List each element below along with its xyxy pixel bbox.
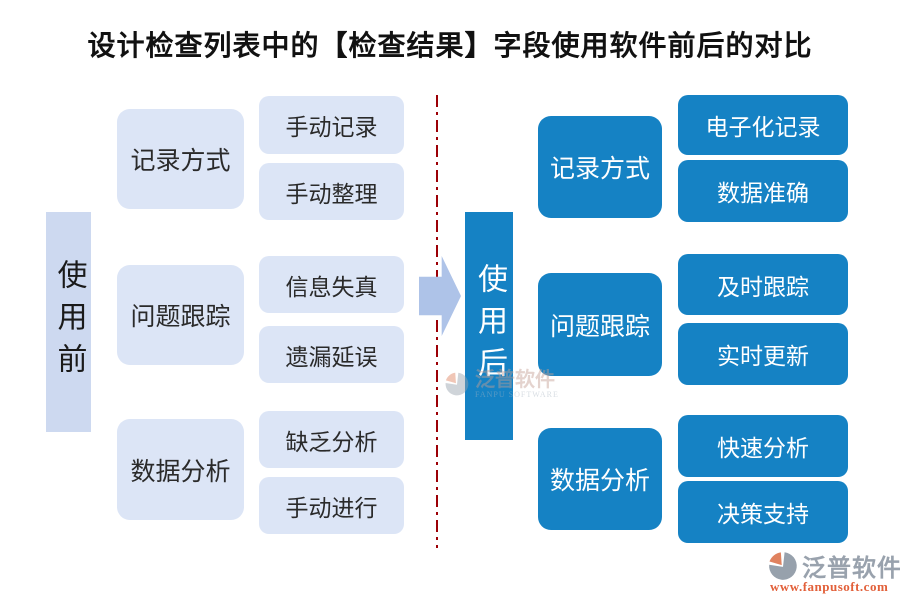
after-item-realtime-update: 实时更新 (678, 323, 848, 385)
after-category-analysis: 数据分析 (538, 428, 662, 530)
before-item-omission-delay: 遗漏延误 (259, 326, 404, 383)
after-item-fast-analysis: 快速分析 (678, 415, 848, 477)
fanpu-logo-icon (769, 551, 797, 580)
after-category-recording: 记录方式 (538, 116, 662, 218)
before-item-info-distortion: 信息失真 (259, 256, 404, 313)
fanpu-logo: 泛普软件 www.fanpusoft.com (766, 548, 900, 595)
before-item-manual-organize: 手动整理 (259, 163, 404, 220)
logo-brand-text: 泛普软件 (802, 556, 900, 582)
before-category-tracking: 问题跟踪 (117, 265, 244, 365)
before-item-manual-process: 手动进行 (259, 477, 404, 534)
after-item-timely-tracking: 及时跟踪 (678, 254, 848, 315)
after-item-accurate-data: 数据准确 (678, 160, 848, 222)
logo-url-text: www.fanpusoft.com (770, 579, 889, 594)
after-item-electronic-record: 电子化记录 (678, 95, 848, 155)
before-side-label: 使用前 (46, 212, 91, 432)
after-item-decision-support: 决策支持 (678, 481, 848, 543)
after-category-tracking: 问题跟踪 (538, 273, 662, 376)
divider-dashed-line (436, 95, 438, 548)
arrow-right-icon (419, 256, 461, 336)
before-category-recording: 记录方式 (117, 109, 244, 209)
before-category-analysis: 数据分析 (117, 419, 244, 520)
before-item-lack-analysis: 缺乏分析 (259, 411, 404, 468)
before-item-manual-record: 手动记录 (259, 96, 404, 154)
after-side-label: 使用后 (465, 212, 513, 440)
page-title: 设计检查列表中的【检查结果】字段使用软件前后的对比 (87, 31, 813, 62)
